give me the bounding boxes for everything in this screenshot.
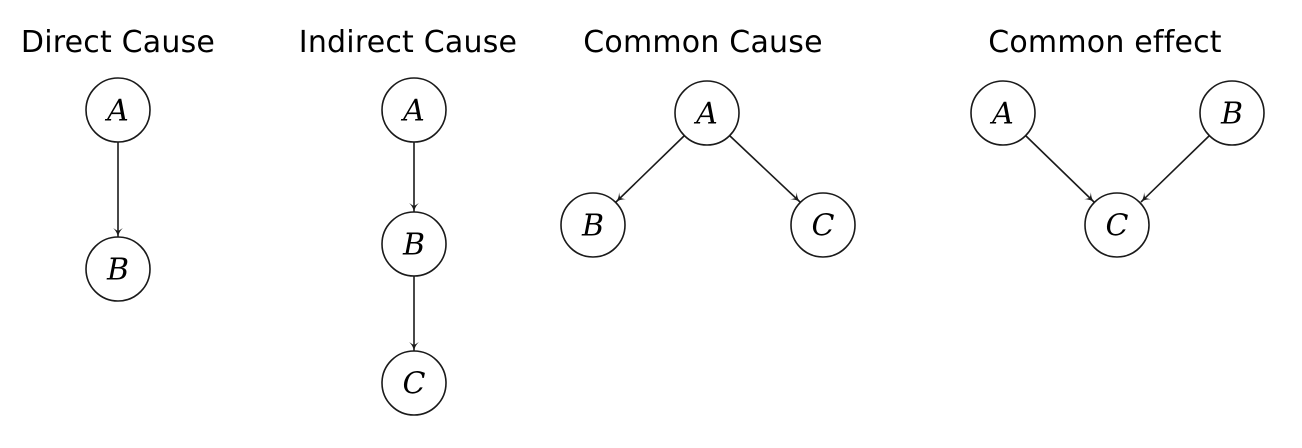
node-circle <box>970 80 1036 146</box>
node-common-cause-a: A <box>674 80 740 146</box>
node-label: A <box>693 97 718 132</box>
edge-common-cause-A-to-B <box>615 135 685 203</box>
edge-common-effect-B-to-C <box>1140 135 1210 203</box>
node-indirect-cause-c: C <box>381 350 447 416</box>
node-label: A <box>104 94 129 129</box>
node-circle <box>381 211 447 277</box>
node-label: A <box>400 94 425 129</box>
edge-common-effect-A-to-C <box>1025 135 1095 203</box>
node-common-cause-c: C <box>790 192 856 258</box>
node-label: B <box>402 228 425 263</box>
node-circle <box>85 236 151 302</box>
panel-title-common-cause: Common Cause <box>583 25 823 60</box>
panel-title-indirect-cause: Indirect Cause <box>299 25 517 60</box>
node-label: C <box>812 209 835 244</box>
node-label: B <box>106 253 129 288</box>
node-circle <box>560 192 626 258</box>
node-label: B <box>581 209 604 244</box>
node-circle <box>85 77 151 143</box>
node-circle <box>381 350 447 416</box>
node-indirect-cause-b: B <box>381 211 447 277</box>
node-label: A <box>989 97 1014 132</box>
node-circle <box>1199 80 1265 146</box>
node-common-effect-b: B <box>1199 80 1265 146</box>
panel-title-direct-cause: Direct Cause <box>21 25 215 60</box>
node-label: C <box>403 367 426 402</box>
node-label: C <box>1106 209 1129 244</box>
node-common-effect-c: C <box>1084 192 1150 258</box>
node-indirect-cause-a: A <box>381 77 447 143</box>
node-label: B <box>1220 97 1243 132</box>
node-common-cause-b: B <box>560 192 626 258</box>
node-direct-cause-a: A <box>85 77 151 143</box>
edge-common-cause-A-to-C <box>729 135 801 203</box>
node-circle <box>790 192 856 258</box>
node-common-effect-a: A <box>970 80 1036 146</box>
node-circle <box>674 80 740 146</box>
node-circle <box>381 77 447 143</box>
panel-title-common-effect: Common effect <box>988 25 1222 60</box>
node-direct-cause-b: B <box>85 236 151 302</box>
node-circle <box>1084 192 1150 258</box>
